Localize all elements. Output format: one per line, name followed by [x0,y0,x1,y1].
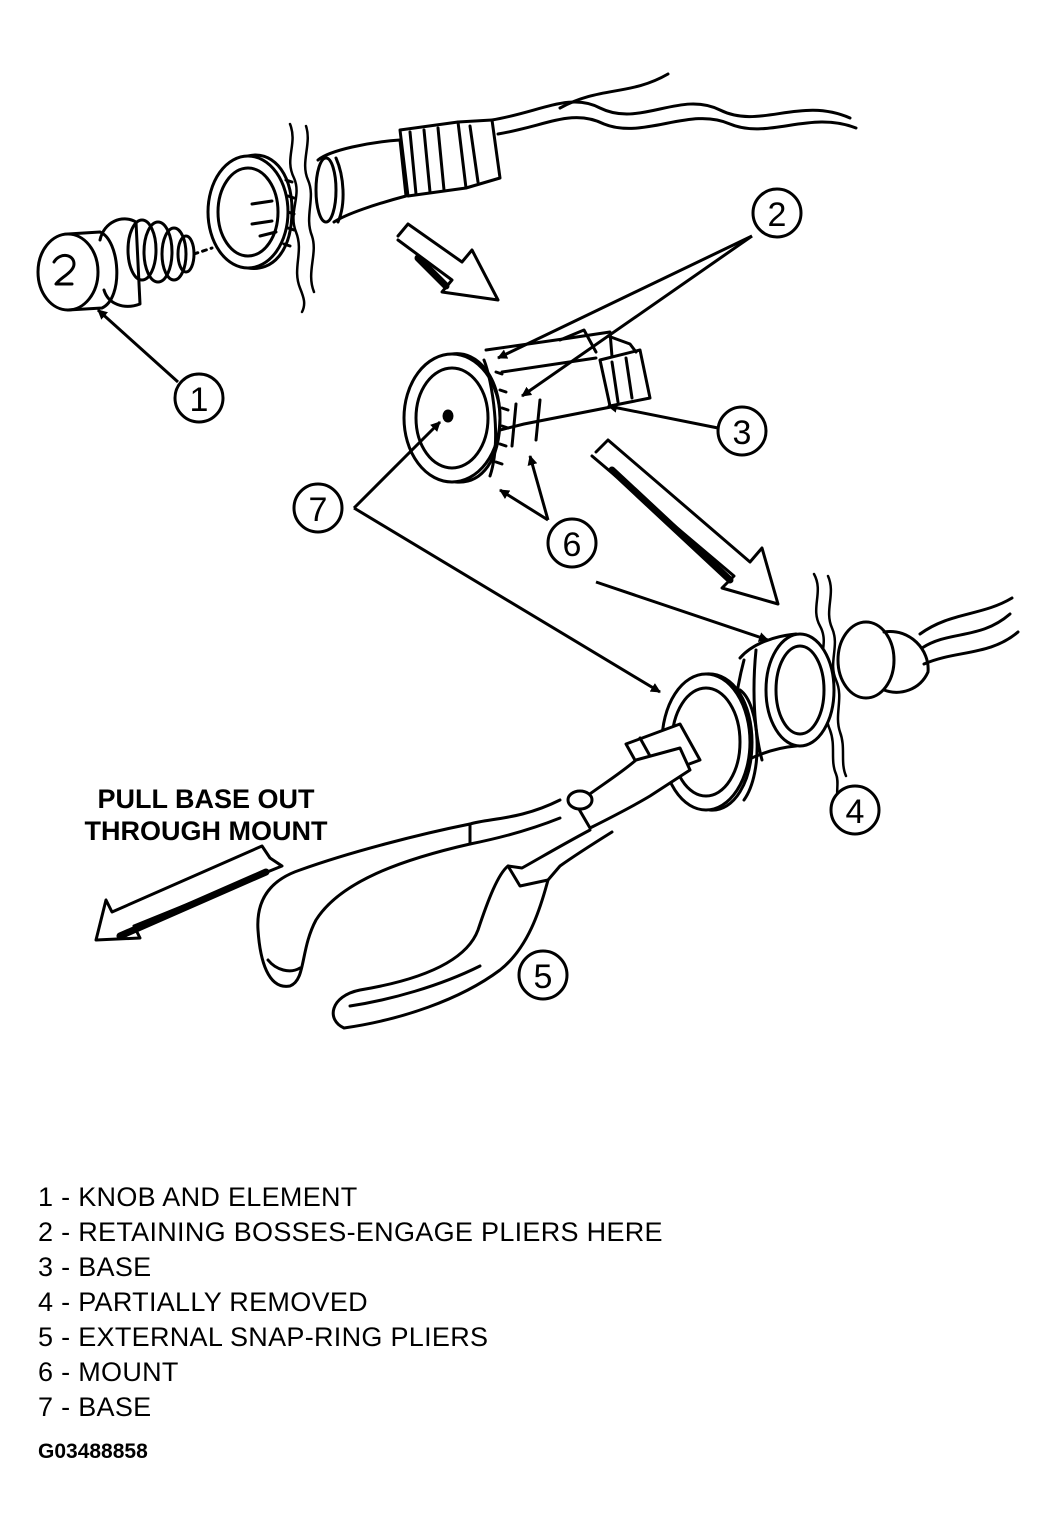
legend-item: 4 - PARTIALLY REMOVED [38,1285,663,1320]
legend-number: 5 [38,1322,54,1352]
motion-arrow-1 [396,222,500,302]
legend-text: KNOB AND ELEMENT [78,1182,358,1212]
legend-text: BASE [78,1392,152,1422]
legend-separator: - [53,1357,79,1387]
legend-number: 2 [38,1217,54,1247]
legend-number: 3 [38,1252,54,1282]
legend-separator: - [53,1287,79,1317]
instruction-line-2: THROUGH MOUNT [85,816,328,846]
legend-separator: - [53,1392,79,1422]
callout-circle-1 [173,372,225,424]
legend-separator: - [53,1252,79,1282]
cigar-lighter-removal-diagram: 1 2 3 4 5 6 7 PULL BASE OUT THROUGH MOUN… [36,72,1020,1030]
callout-circle-3 [716,405,768,457]
legend-item: 3 - BASE [38,1250,663,1285]
diagram-drawing: 1 2 3 4 5 6 7 PULL BASE OUT THROUGH MOUN… [36,72,1020,1030]
motion-arrow-2 [590,438,780,606]
legend-item: 1 - KNOB AND ELEMENT [38,1180,663,1215]
legend-number: 7 [38,1392,54,1422]
legend-number: 6 [38,1357,54,1387]
legend-item: 7 - BASE [38,1390,663,1425]
external-snap-ring-pliers [256,746,692,1030]
legend-item: 6 - MOUNT [38,1355,663,1390]
figure-id: G03488858 [38,1440,148,1463]
callout-number-5: 5 [534,958,553,996]
callout-circle-2 [751,187,803,239]
legend-separator: - [53,1182,79,1212]
callout-circle-4 [829,784,881,836]
callout-circle-5 [517,949,569,1001]
pull-out-arrow [94,844,284,942]
instruction-line-1: PULL BASE OUT [97,784,315,814]
legend-item: 5 - EXTERNAL SNAP-RING PLIERS [38,1320,663,1355]
callout-number-7: 7 [309,491,328,529]
leader-lines [96,234,769,694]
legend-item: 2 - RETAINING BOSSES-ENGAGE PLIERS HERE [38,1215,663,1250]
callout-number-2: 2 [768,196,787,234]
mount-ring-top [206,153,296,270]
lighter-socket-in-panel [288,72,858,314]
callout-circle-7 [292,482,344,534]
callout-circle-6 [546,517,598,569]
legend-text: BASE [78,1252,152,1282]
callout-number-6: 6 [563,526,582,564]
panel-and-wiring-bottom [812,572,1020,806]
callout-number-4: 4 [846,793,865,831]
legend-text: MOUNT [78,1357,179,1387]
base-removed [402,328,652,484]
legend-separator: - [53,1217,79,1247]
callout-number-3: 3 [733,414,752,452]
legend-number: 1 [38,1182,54,1212]
legend-text: RETAINING BOSSES-ENGAGE PLIERS HERE [78,1217,663,1247]
legend-number: 4 [38,1287,54,1317]
legend: 1 - KNOB AND ELEMENT 2 - RETAINING BOSSE… [38,1180,663,1425]
callout-number-1: 1 [190,381,209,419]
knob-and-element [36,217,214,312]
legend-separator: - [53,1322,79,1352]
legend-text: EXTERNAL SNAP-RING PLIERS [78,1322,489,1352]
legend-text: PARTIALLY REMOVED [78,1287,368,1317]
